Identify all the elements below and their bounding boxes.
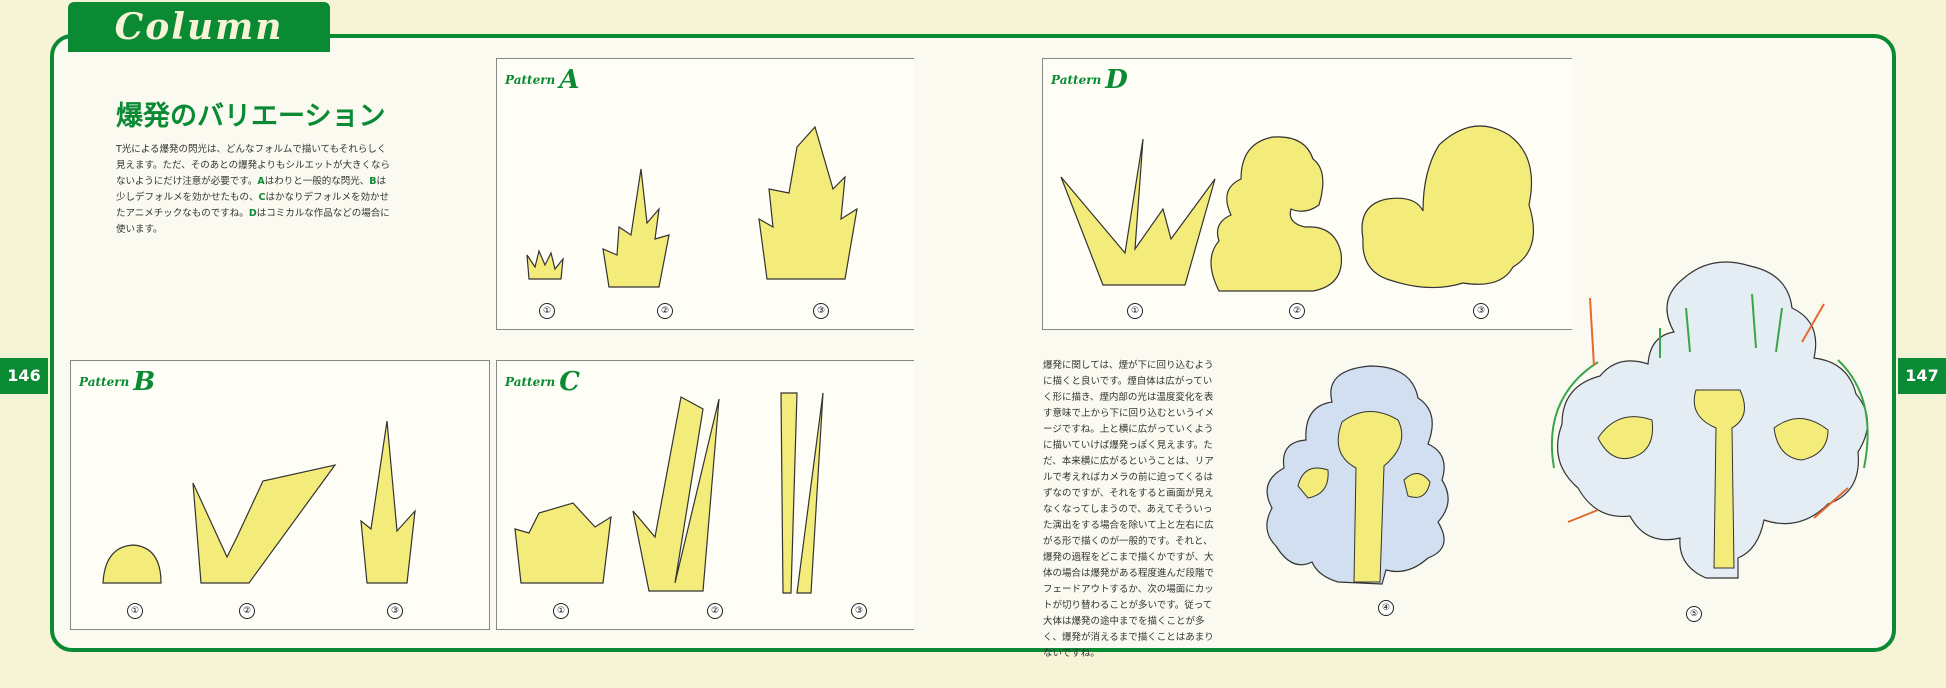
explosion-sketch-5 <box>1550 261 1869 579</box>
page-number-right: 147 <box>1898 358 1946 394</box>
pattern-b-number-1: ① <box>127 603 143 619</box>
pattern-d-sketches <box>1060 125 1535 292</box>
page-number-left: 146 <box>0 358 48 394</box>
sketch-5-number: ⑤ <box>1686 606 1702 622</box>
sketch-4-number: ④ <box>1378 600 1394 616</box>
pattern-c-number-3: ③ <box>851 603 867 619</box>
pattern-b-sketches <box>102 420 416 584</box>
pattern-a-number-2: ② <box>657 303 673 319</box>
body-text: 爆発に関しては、煙が下に回り込むように描くと良いです。煙自体は広がっていく形に描… <box>1043 360 1215 659</box>
pattern-d-number-2: ② <box>1289 303 1305 319</box>
pattern-a-sketches <box>526 125 858 288</box>
intro-text: T光による爆発の閃光は、どんなフォルムで描いてもそれらしく見えます。ただ、そのあ… <box>116 144 390 235</box>
pattern-c-number-1: ① <box>553 603 569 619</box>
pattern-a-number-1: ① <box>539 303 555 319</box>
pattern-d-number-1: ① <box>1127 303 1143 319</box>
pattern-a-number-3: ③ <box>813 303 829 319</box>
pattern-c-number-2: ② <box>707 603 723 619</box>
column-tab: Column <box>68 2 330 52</box>
pattern-c-sketches <box>514 392 824 594</box>
pattern-b-number-3: ③ <box>387 603 403 619</box>
explosion-sketch-4 <box>1266 365 1449 585</box>
pattern-b-number-2: ② <box>239 603 255 619</box>
pattern-d-number-3: ③ <box>1473 303 1489 319</box>
page-title: 爆発のバリエーション <box>116 101 386 132</box>
